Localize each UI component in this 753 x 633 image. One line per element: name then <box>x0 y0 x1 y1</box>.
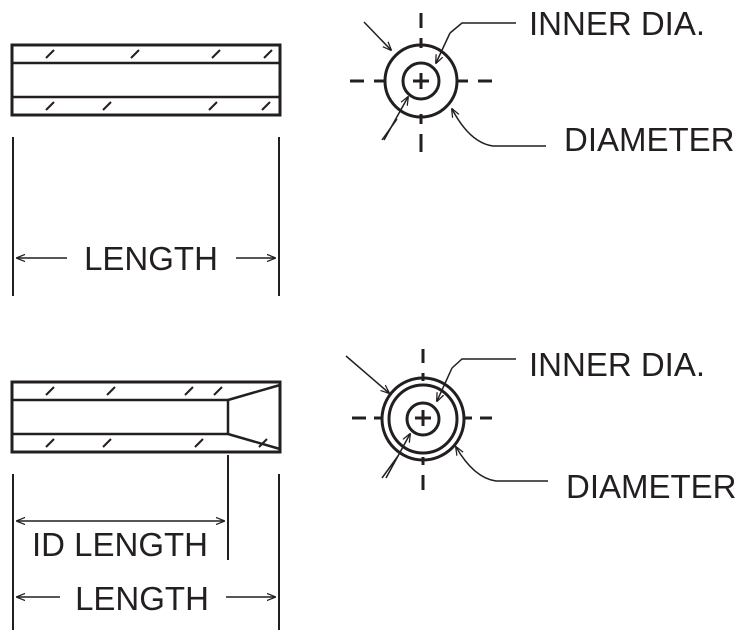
spacer-end-view <box>345 349 492 490</box>
inner-dia-label: INNER DIA. <box>529 5 705 42</box>
wall-hatching <box>45 386 268 448</box>
center-mark <box>350 13 492 152</box>
id-length-dimension: ID LENGTH <box>17 455 229 563</box>
diameter-callout: DIAMETER <box>452 109 735 158</box>
spacer-end-view <box>350 13 492 152</box>
wall-hatching <box>45 49 273 111</box>
length-dimension: LENGTH <box>12 137 280 296</box>
center-mark <box>352 349 492 490</box>
straight-bore-spacer-figure: LENGTH <box>10 5 735 296</box>
diameter-callout: DIAMETER <box>456 447 737 505</box>
spacer-side-view <box>10 380 282 454</box>
inner-dia-callout: INNER DIA. <box>449 5 705 42</box>
counterbored-spacer-figure: ID LENGTH LENGTH <box>10 346 737 630</box>
length-label: LENGTH <box>75 580 209 617</box>
spacer-side-view <box>10 43 282 117</box>
id-length-label: ID LENGTH <box>32 526 208 563</box>
inner-dia-label: INNER DIA. <box>529 346 705 383</box>
length-label: LENGTH <box>84 240 218 277</box>
length-dimension: LENGTH <box>12 474 280 630</box>
diameter-label: DIAMETER <box>566 468 737 505</box>
inner-dia-callout: INNER DIA. <box>451 346 705 383</box>
diameter-label: DIAMETER <box>564 121 735 158</box>
